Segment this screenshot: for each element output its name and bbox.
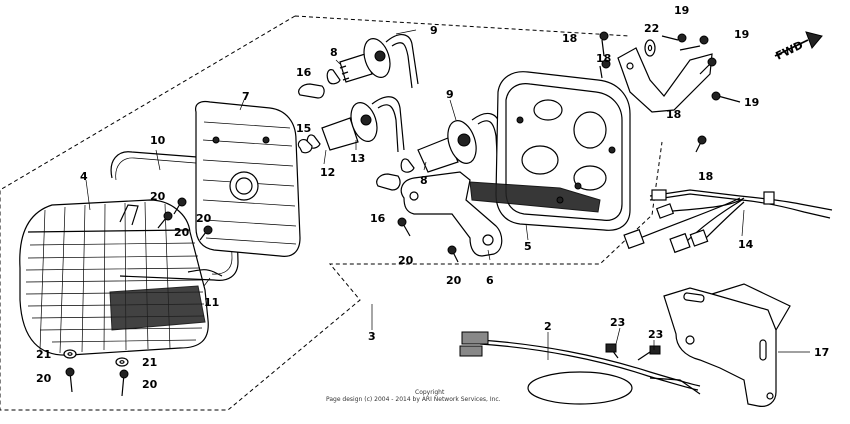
- callout-5: 5: [524, 240, 532, 253]
- callout-20b: 20: [174, 226, 190, 239]
- callout-20g: 20: [142, 378, 158, 391]
- callout-13: 13: [350, 152, 365, 165]
- washer-icons: [63, 39, 656, 367]
- callout-19a: 19: [674, 4, 689, 17]
- callout-20d: 20: [398, 254, 414, 267]
- license-light-harness: [459, 331, 701, 405]
- callout-numbers: 2 3 4 5 6 7 8 8 9 9 10 11 12 13 14 15 16…: [36, 4, 829, 391]
- callout-20c: 20: [196, 212, 212, 225]
- bulb-socket-lower: [400, 112, 505, 173]
- callout-9b: 9: [446, 88, 454, 101]
- callout-22: 22: [644, 22, 659, 35]
- callout-20a: 20: [150, 190, 166, 203]
- callout-23b: 23: [648, 328, 663, 341]
- screw-icons: [65, 31, 741, 397]
- callout-19b: 19: [734, 28, 749, 41]
- callout-21b: 21: [142, 356, 157, 369]
- ground-wire: [187, 269, 223, 277]
- callout-8a: 8: [330, 46, 338, 59]
- taillight-lens: [19, 199, 209, 356]
- callout-8b: 8: [420, 174, 428, 187]
- side-bracket: [617, 47, 713, 113]
- bulb-16-upper: [298, 83, 325, 99]
- callout-9a: 9: [430, 24, 438, 37]
- callout-16b: 16: [370, 212, 386, 225]
- callout-16a: 16: [296, 66, 312, 79]
- callout-19c: 19: [744, 96, 759, 109]
- copyright-line1: Copyright: [415, 389, 445, 396]
- callout-6: 6: [486, 274, 494, 287]
- callout-20f: 20: [36, 372, 52, 385]
- callout-4: 4: [80, 170, 88, 183]
- callout-17: 17: [814, 346, 829, 359]
- callout-23a: 23: [610, 316, 625, 329]
- taillight-housing: [469, 71, 631, 231]
- callout-18d: 18: [698, 170, 713, 183]
- bulb-socket-middle: [306, 96, 405, 153]
- forward-direction-icon: FWD: [774, 31, 823, 63]
- callout-15: 15: [296, 122, 311, 135]
- callout-12: 12: [320, 166, 335, 179]
- reflector-plate: [195, 100, 301, 257]
- callout-18c: 18: [666, 108, 681, 121]
- callout-2: 2: [544, 320, 552, 333]
- bulb-upper: [326, 69, 341, 85]
- callout-18a: 18: [562, 32, 577, 45]
- mounting-bracket: [663, 283, 791, 407]
- callout-18b: 18: [596, 52, 611, 65]
- bulb-16-lower: [376, 173, 401, 191]
- copyright-line2: Page design (c) 2004 - 2014 by ARI Netwo…: [326, 396, 501, 403]
- wire-harness: [623, 189, 833, 254]
- bulb-15: [297, 139, 313, 154]
- forward-label: FWD: [774, 38, 806, 62]
- callout-20e: 20: [446, 274, 462, 287]
- callout-3: 3: [368, 330, 376, 343]
- callout-7: 7: [242, 90, 250, 103]
- callout-14: 14: [738, 238, 754, 251]
- leader-lines: [85, 29, 810, 360]
- callout-11: 11: [204, 296, 219, 309]
- license-bracket: [400, 171, 503, 257]
- callout-10: 10: [150, 134, 166, 147]
- bulb-socket-upper: [339, 34, 419, 89]
- callout-21a: 21: [36, 348, 51, 361]
